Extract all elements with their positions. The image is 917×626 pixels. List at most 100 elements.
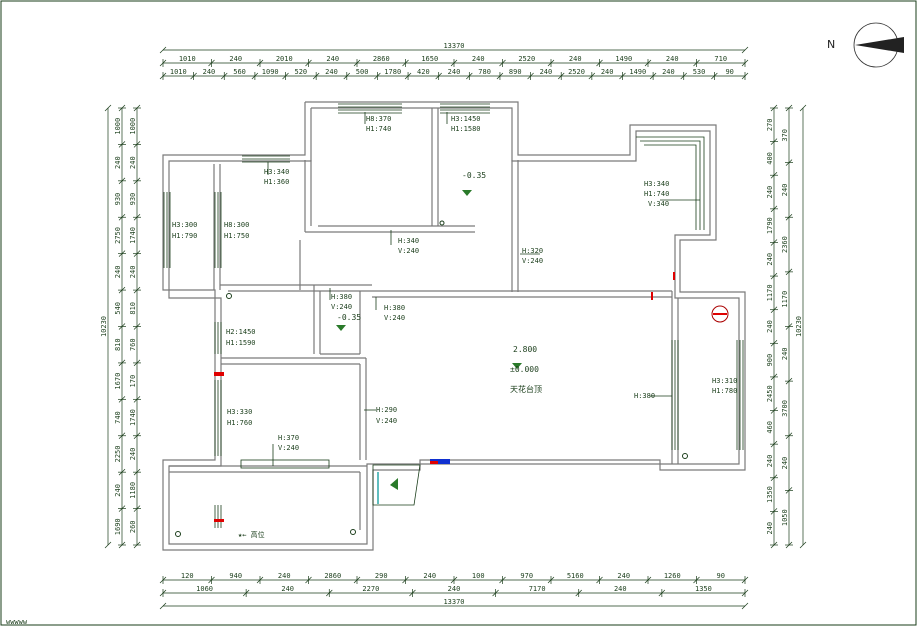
room-labels: H8:370 H1:740 H3:1450 H1:1580 H3:340 H1:… [6,115,737,626]
dim-bottom-row2-label: 7170 [529,585,546,593]
dim-left-row2-label: 260 [129,520,137,533]
lbl-wtc-1: H8:370 [366,115,391,123]
dim-top-row1-label: 2520 [518,55,535,63]
lbl-wtc-2: H1:740 [366,125,391,133]
dim-bottom-row1-label: 120 [181,572,194,580]
dim-top-row2-label: 90 [725,68,733,76]
dim-bottom-total-tick [159,602,167,610]
dim-right-row2-label: 240 [781,184,789,197]
lbl-door3-2: V:240 [331,303,352,311]
dim-top-row2-label: 520 [295,68,308,76]
dim-left-row2-label: 760 [129,338,137,351]
lbl-ceiling-note: 天花台顶 [510,384,542,394]
dim-bottom-row2-label: 1060 [196,585,213,593]
dim-bottom-row2-label: 240 [448,585,461,593]
dim-bottom-row1-label: 940 [229,572,242,580]
lbl-corner: wwwww [6,618,28,626]
dim-top-row2-label: 240 [448,68,461,76]
dim-right-row1-label: 1170 [766,284,774,301]
lbl-door2-1: H:320 [522,247,543,255]
dim-bottom-row2-label: 240 [614,585,627,593]
dim-left-row2-label: 1740 [129,227,137,244]
lbl-door4-2: V:240 [384,314,405,322]
dim-left-row2-label: 810 [129,302,137,315]
dim-top-row2-label: 1090 [262,68,279,76]
dim-right-row1-label: 900 [766,354,774,367]
dim-left-row1-label: 1690 [114,518,122,535]
dim-left-row1-label: 930 [114,193,122,206]
dim-right-row1-label: 1350 [766,486,774,503]
dim-top-row1-label: 240 [569,55,582,63]
lbl-wl1-2: H1:790 [172,232,197,240]
lbl-door5-1: H:290 [376,406,397,414]
dim-right-row1-label: 240 [766,253,774,266]
lbl-wtr-1: H3:1450 [451,115,481,123]
lbl-door6-2: V:240 [278,444,299,452]
lbl-door2-2: V:240 [522,257,543,265]
dim-bottom-total-tick [741,602,749,610]
lbl-door6-1: H:370 [278,434,299,442]
lbl-wl1-1: H3:300 [172,221,197,229]
dim-right-total-label: 10230 [795,316,803,337]
dim-bottom-row2-label: 1350 [695,585,712,593]
lbl-wbl-1: H3:340 [264,168,289,176]
lbl-level-neg: -0.35 [462,171,486,180]
equipment-icon [711,305,729,323]
dim-top-row2-label: 1490 [629,68,646,76]
lbl-wl2-1: H8:300 [224,221,249,229]
dim-left-row2-label: 170 [129,375,137,388]
dim-bottom-row1-label: 240 [617,572,630,580]
dim-right-row2-label: 1170 [781,291,789,308]
dim-top-row2-label: 1010 [170,68,187,76]
dim-right-total-tick [799,541,807,549]
dim-top-row1-label: 240 [472,55,485,63]
dim-left-row2-label: 930 [129,193,137,206]
lbl-wr2-2: H1:780 [712,387,737,395]
dim-right-row1-label: 270 [766,118,774,131]
dim-right-row2-label: 370 [781,129,789,142]
dim-bottom-row1-label: 970 [520,572,533,580]
north-compass: N [827,22,904,68]
window-left3 [214,322,222,354]
red-marker-3 [430,461,438,464]
dim-top-row1-label: 240 [326,55,339,63]
lbl-wl4-1: H3:330 [227,408,252,416]
dim-top-total-tick [741,46,749,54]
red-marker [214,372,224,376]
dim-bottom-row1-label: 5160 [567,572,584,580]
dim-right-row1-label: 240 [766,455,774,468]
dim-top-row1-label: 1010 [179,55,196,63]
lbl-door5-2: V:240 [376,417,397,425]
dim-top-total-label: 13370 [443,42,464,50]
dim-right-total-tick [799,104,807,112]
window-top-center [338,103,402,114]
dim-left-row1-label: 240 [114,156,122,169]
lbl-wl3-2: H1:1590 [226,339,256,347]
lbl-wbl-2: H1:360 [264,178,289,186]
dim-bottom-row1-label: 240 [278,572,291,580]
lbl-wrt-2: H1:740 [644,190,669,198]
dim-top-row2-label: 240 [540,68,553,76]
lbl-wl4-2: H1:760 [227,419,252,427]
dim-left-total-tick [104,541,112,549]
window-left4 [214,380,222,456]
lbl-wr2-1: H3:310 [712,377,737,385]
arrow-icon [390,478,398,490]
dim-bottom-row1-label: 240 [423,572,436,580]
lbl-wrt-1: H3:340 [644,180,669,188]
dim-top-row2-label: 890 [509,68,522,76]
dim-top-row1-label: 1490 [615,55,632,63]
lbl-level-zero: ±0.000 [510,365,539,374]
lbl-door3-1: H:380 [331,293,352,301]
window-right-inner [671,340,679,450]
window-bedroom-top [242,155,290,163]
dim-left-row2-label: 240 [129,266,137,279]
dim-top-row2-label: 530 [693,68,706,76]
dim-top-row2-label: 780 [478,68,491,76]
dim-left-total-tick [104,104,112,112]
dim-top-row2-label: 1780 [384,68,401,76]
window-left1 [163,192,171,268]
dim-top-row2-label: 2520 [568,68,585,76]
lbl-wtr-2: H1:1580 [451,125,481,133]
